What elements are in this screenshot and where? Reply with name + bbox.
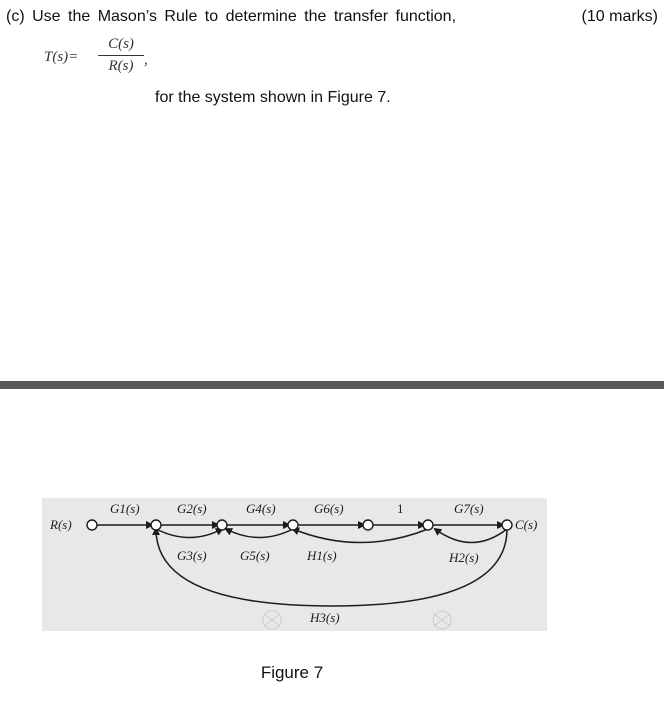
gain-g3: G3(s): [177, 548, 207, 563]
section-divider: [0, 381, 664, 389]
gain-g2: G2(s): [177, 501, 207, 516]
gain-g6: G6(s): [314, 501, 344, 516]
node-input: [86, 519, 98, 531]
formula-numerator: C(s): [108, 36, 134, 52]
question-continuation: for the system shown in Figure 7.: [155, 89, 391, 106]
formula-comma: ,: [144, 52, 148, 68]
formula-denominator: R(s): [108, 58, 134, 74]
node-4: [362, 519, 374, 531]
gain-unity: 1: [397, 501, 404, 516]
node-1: [150, 519, 162, 531]
question-header: (c) Use the Mason’s Rule to determine th…: [6, 8, 658, 26]
figure-caption: Figure 7: [260, 663, 324, 682]
question-text: (c) Use the Mason’s Rule to determine th…: [6, 8, 456, 26]
gain-g4: G4(s): [246, 501, 276, 516]
node-output: [501, 519, 513, 531]
fraction-bar: [98, 55, 144, 56]
node-2: [216, 519, 228, 531]
signal-flow-graph-photo: R(s) C(s) G1(s) G2(s) G4(s) G6(s) 1 G7(s…: [42, 498, 547, 631]
node-5: [422, 519, 434, 531]
question-label: (c): [6, 8, 25, 25]
branch-g3: [155, 528, 224, 539]
node-3: [287, 519, 299, 531]
signal-flow-graph: R(s) C(s) G1(s) G2(s) G4(s) G6(s) 1 G7(s…: [42, 498, 547, 631]
gain-h2: H2(s): [448, 550, 479, 565]
formula-fraction: C(s) R(s): [98, 36, 144, 75]
input-label: R(s): [49, 517, 72, 532]
gain-h1: H1(s): [306, 548, 337, 563]
graph-nodes: [86, 519, 513, 531]
question-body: Use the Mason’s Rule to determine the tr…: [32, 8, 457, 25]
formula-lhs: T(s)=: [44, 49, 79, 65]
branch-g5: [224, 528, 294, 539]
marks-label: (10 marks): [581, 8, 658, 25]
output-label: C(s): [515, 517, 537, 532]
gain-g5: G5(s): [240, 548, 270, 563]
gain-g1: G1(s): [110, 501, 140, 516]
branch-h2: [433, 527, 508, 544]
gain-g7: G7(s): [454, 501, 484, 516]
branch-h1: [291, 527, 429, 544]
background-artifacts: [262, 610, 452, 630]
gain-h3: H3(s): [309, 610, 340, 625]
graph-labels: R(s) C(s) G1(s) G2(s) G4(s) G6(s) 1 G7(s…: [49, 501, 537, 625]
branch-h3: [152, 527, 508, 607]
forward-branches: [96, 521, 508, 607]
